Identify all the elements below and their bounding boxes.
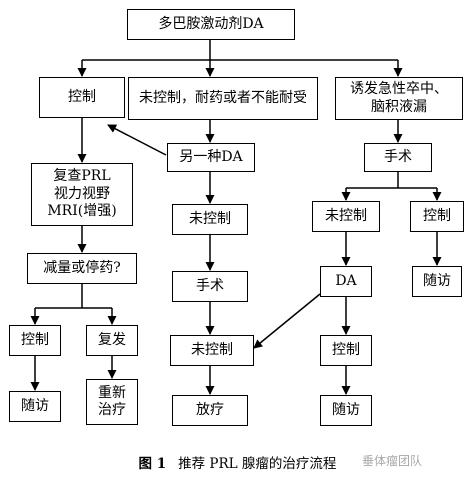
node-followup-lower-right: 随访 — [320, 395, 372, 426]
node-followup-lower-left: 随访 — [9, 391, 61, 422]
node-recheck-line-2: 视力视野 — [54, 185, 110, 202]
edge-another-da-to-control — [107, 124, 167, 156]
node-control-lower-left: 控制 — [9, 325, 61, 356]
node-relapse-label: 复发 — [98, 331, 126, 348]
node-control-lower-right-label: 控制 — [332, 341, 360, 358]
node-uncontrolled-mid-2-label: 未控制 — [191, 341, 233, 358]
node-dopamine-agonist-label: 多巴胺激动剂DA — [158, 15, 264, 32]
node-stroke-line-1: 诱发急性卒中、 — [350, 81, 448, 97]
edge-da-to-uncontrolled2 — [253, 293, 321, 349]
node-control-right-label: 控制 — [423, 207, 451, 224]
node-surgery-right: 手术 — [364, 143, 432, 172]
node-control-left-label: 控制 — [68, 88, 96, 105]
node-control-lower-right: 控制 — [320, 335, 372, 366]
node-retreat-line-2: 治疗 — [98, 402, 126, 418]
node-surgery-mid: 手术 — [172, 271, 248, 302]
node-da-right: DA — [320, 266, 372, 297]
node-stroke-csf-leak: 诱发急性卒中、 脑积液漏 — [335, 77, 463, 120]
node-control-right: 控制 — [410, 201, 464, 232]
node-uncontrolled-right-label: 未控制 — [325, 207, 367, 224]
node-another-da: 另一种DA — [167, 143, 255, 172]
node-uncontrolled-right: 未控制 — [312, 201, 380, 232]
node-another-da-label: 另一种DA — [179, 148, 243, 165]
node-control-left: 控制 — [39, 77, 125, 118]
node-retreat-line-1: 重新 — [98, 384, 126, 401]
figure-caption: 图 1 推荐 PRL 腺瘤的治疗流程 — [0, 452, 475, 472]
watermark-text: 垂体瘤团队 — [362, 454, 423, 468]
figure-label: 图 1 — [138, 456, 167, 472]
node-reduce-or-stop-label: 减量或停药? — [43, 259, 121, 276]
node-recheck-line-3: MRI(增强) — [47, 203, 117, 220]
node-uncontrolled-mid-label: 未控制 — [189, 210, 231, 227]
node-control-lower-left-label: 控制 — [21, 331, 49, 348]
node-followup-lower-right-label: 随访 — [332, 401, 360, 418]
node-followup-right: 随访 — [412, 266, 462, 297]
node-recheck: 复查PRL 视力视野 MRI(增强) — [31, 163, 133, 226]
node-radiotherapy: 放疗 — [172, 395, 248, 426]
node-recheck-line-1: 复查PRL — [53, 168, 111, 185]
watermark: 垂体瘤团队 — [362, 452, 422, 469]
node-uncontrolled-intolerant-label: 未控制，耐药或者不能耐受 — [139, 89, 307, 106]
figure-caption-text: 推荐 PRL 腺瘤的治疗流程 — [178, 456, 337, 472]
node-radiotherapy-label: 放疗 — [196, 401, 224, 418]
node-uncontrolled-mid-2: 未控制 — [170, 335, 254, 366]
node-stroke-line-2: 脑积液漏 — [371, 98, 427, 115]
node-reduce-or-stop: 减量或停药? — [27, 253, 137, 284]
node-dopamine-agonist: 多巴胺激动剂DA — [127, 9, 295, 40]
node-relapse: 复发 — [86, 325, 138, 356]
node-surgery-right-label: 手术 — [384, 148, 412, 165]
node-uncontrolled-mid: 未控制 — [172, 204, 248, 235]
node-uncontrolled-intolerant: 未控制，耐药或者不能耐受 — [128, 77, 318, 120]
node-surgery-mid-label: 手术 — [196, 277, 224, 294]
node-retreat: 重新 治疗 — [86, 379, 138, 425]
node-followup-right-label: 随访 — [423, 272, 451, 289]
node-da-right-label: DA — [335, 272, 357, 289]
node-followup-lower-left-label: 随访 — [21, 397, 49, 414]
